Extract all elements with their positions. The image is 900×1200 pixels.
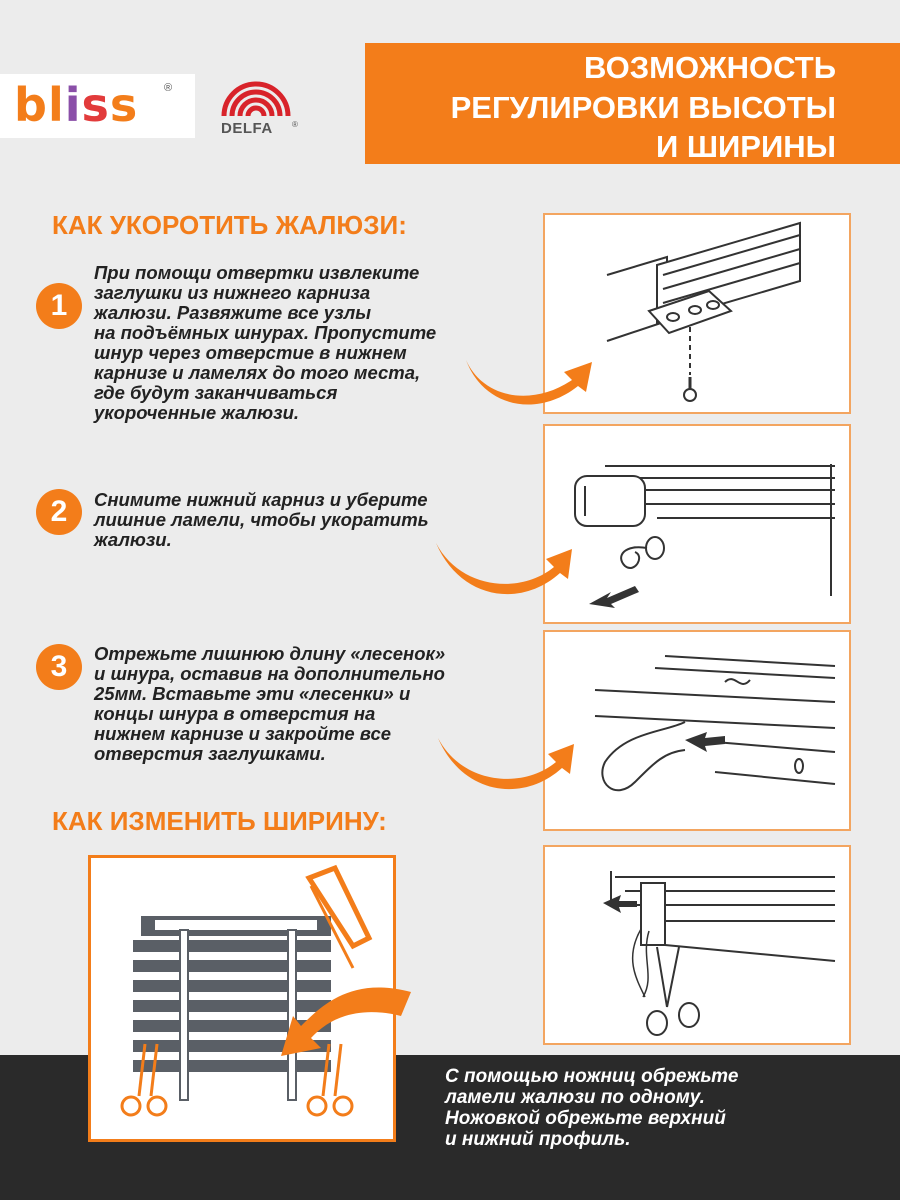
- width-section-title: КАК ИЗМЕНИТЬ ШИРИНУ:: [52, 806, 387, 836]
- shorten-section-title: КАК УКОРОТИТЬ ЖАЛЮЗИ:: [52, 210, 407, 240]
- blind-width-illustration: [120, 864, 411, 1117]
- step-2-line: жалюзи.: [94, 529, 172, 550]
- bliss-letter-i: i: [64, 78, 82, 132]
- header-title-line-2: РЕГУЛИРОВКИ ВЫСОТЫ: [450, 90, 836, 125]
- step-1-illustration: [606, 221, 801, 402]
- step-3-line: Отрежьте лишнюю длину «лесенок»: [94, 643, 446, 664]
- bliss-letter-s2: s: [109, 78, 139, 132]
- delfa-logo-arcs: [221, 81, 291, 117]
- step-3-text: Отрежьте лишнюю длину «лесенок» и шнура,…: [94, 644, 445, 764]
- header-title-line-3: И ШИРИНЫ: [655, 129, 836, 164]
- width-instructions-line: и нижний профиль.: [445, 1129, 631, 1150]
- curved-arrow-icon: [438, 738, 574, 790]
- step-1-text: При помощи отвертки извлеките заглушки и…: [94, 263, 436, 423]
- step-3-line: и шнура, оставив на дополнительно: [94, 663, 445, 684]
- step-1-line: укороченные жалюзи.: [94, 402, 300, 423]
- step-2-line: лишние ламели, чтобы укоратить: [94, 509, 429, 530]
- step-3-badge: 3: [36, 644, 82, 690]
- bliss-letter-s1: s: [81, 78, 110, 132]
- step-2-illustration: [574, 464, 835, 608]
- width-instructions-line: ламели жалюзи по одному.: [445, 1087, 705, 1108]
- step-1-badge: 1: [36, 283, 82, 329]
- step-4-scissors-illustration: [603, 871, 836, 1036]
- bliss-logo: bliss: [14, 82, 138, 128]
- curved-arrow-icon: [466, 360, 592, 405]
- step-2-illustration-panel: [543, 424, 851, 624]
- step-1-line: жалюзи. Развяжите все узлы: [94, 302, 372, 323]
- width-instructions-line: С помощью ножниц обрежьте: [445, 1066, 739, 1087]
- step-3-line: нижнем карнизе и закройте все: [94, 723, 392, 744]
- width-instructions-line: Ножовкой обрежьте верхний: [445, 1108, 726, 1129]
- step-1-line: При помощи отвертки извлеките: [94, 262, 420, 283]
- step-2-text: Снимите нижний карниз и уберите лишние л…: [94, 490, 429, 550]
- step-1-line: шнур через отверстие в нижнем: [94, 342, 407, 363]
- bliss-registered-mark: ®: [164, 82, 173, 94]
- width-instructions-text: С помощью ножниц обрежьте ламели жалюзи …: [445, 1066, 738, 1150]
- delfa-registered-mark: ®: [292, 120, 298, 129]
- step-1-line: где будут заканчиваться: [94, 382, 338, 403]
- header-title-line-1: ВОЗМОЖНОСТЬ: [583, 50, 836, 85]
- step-3-line: концы шнура в отверстия на: [94, 703, 376, 724]
- step-3-illustration-panel: [543, 630, 851, 831]
- step-3-line: отверстия заглушками.: [94, 743, 326, 764]
- step-4-illustration-panel: [543, 845, 851, 1045]
- curved-arrow-icon: [436, 543, 572, 595]
- width-illustration-panel: [88, 855, 411, 1142]
- step-3-illustration: [594, 655, 836, 792]
- step-1-line: карнизе и ламелях до того места,: [94, 362, 421, 383]
- header-banner: [365, 43, 900, 164]
- step-1-illustration-panel: [543, 213, 851, 414]
- delfa-logo-text: DELFA: [221, 120, 273, 137]
- step-1-line: заглушки из нижнего карниза: [94, 282, 371, 303]
- bliss-logo-box: [0, 74, 195, 138]
- step-2-badge: 2: [36, 489, 82, 535]
- bliss-letter-l: l: [47, 78, 65, 132]
- step-2-line: Снимите нижний карниз и уберите: [94, 489, 428, 510]
- step-1-line: на подъёмных шнурах. Пропустите: [94, 322, 437, 343]
- bliss-letter-b: b: [14, 78, 48, 132]
- step-3-line: 25мм. Вставьте эти «лесенки» и: [94, 683, 411, 704]
